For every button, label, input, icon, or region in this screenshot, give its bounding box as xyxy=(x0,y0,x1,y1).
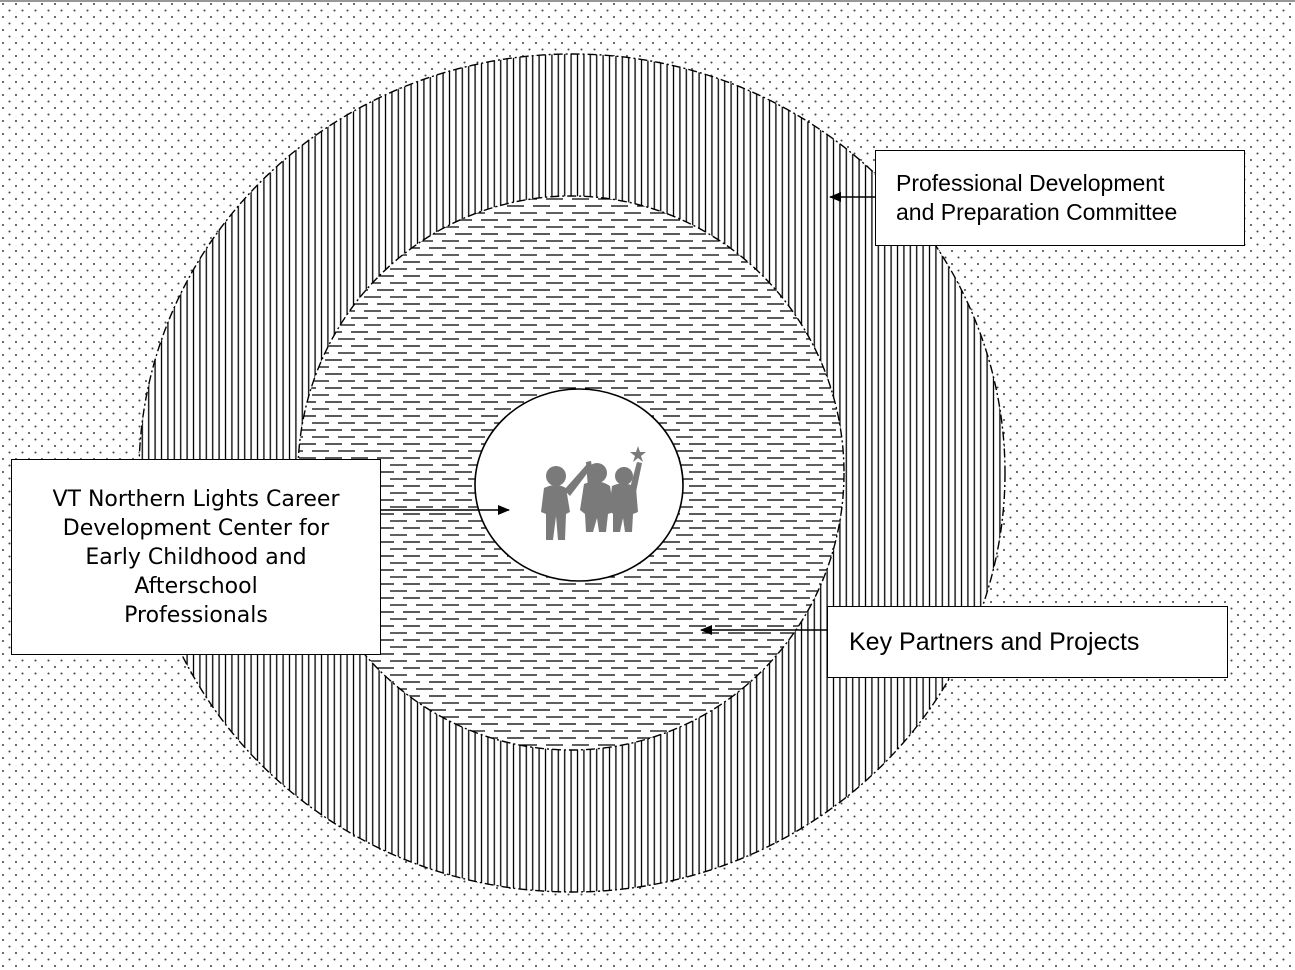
center-label: VT Northern Lights Career Development Ce… xyxy=(52,486,340,628)
children-reaching-for-star-icon xyxy=(541,446,646,540)
center-circle xyxy=(474,388,684,582)
partners-label: Key Partners and Projects xyxy=(849,627,1140,656)
committee-label-box: Professional Development and Preparation… xyxy=(875,150,1245,246)
committee-label: Professional Development and Preparation… xyxy=(896,170,1178,225)
partners-label-box: Key Partners and Projects xyxy=(827,606,1228,678)
center-label-box: VT Northern Lights Career Development Ce… xyxy=(11,459,381,655)
